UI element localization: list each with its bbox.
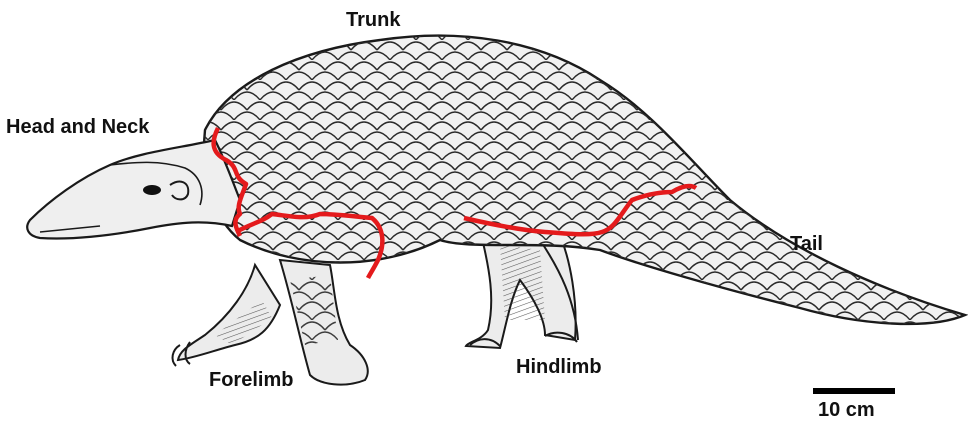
- tail-label: Tail: [790, 234, 823, 254]
- scale-label: 10 cm: [818, 400, 875, 420]
- forelimb-label: Forelimb: [209, 370, 293, 390]
- hindlimb-label: Hindlimb: [516, 357, 602, 377]
- trunk-label: Trunk: [346, 10, 400, 30]
- head-and-neck-label: Head and Neck: [6, 117, 149, 137]
- hindlimb-shape: [466, 230, 578, 348]
- head-shape: [27, 140, 240, 239]
- eye-icon: [143, 185, 161, 195]
- forelimb-shape: [173, 260, 368, 385]
- scale-bar: [813, 388, 895, 394]
